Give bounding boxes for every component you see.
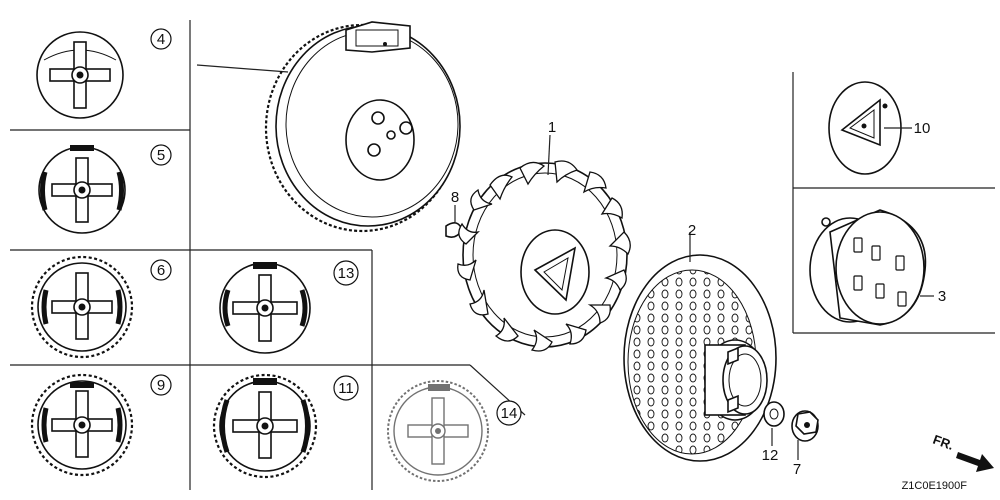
starter-pulley [809,209,927,326]
svg-text:9: 9 [157,377,165,394]
front-direction-label: FR. [931,432,956,453]
svg-text:14: 14 [501,405,518,422]
drawing-code: Z1C0E1900F [902,480,968,492]
svg-text:11: 11 [338,380,354,397]
variant-11-disc [212,373,318,479]
variant-6-disc [30,255,134,359]
variant-14-disc [387,380,489,482]
label-part-10: 10 [914,120,931,137]
svg-text:13: 13 [338,265,355,282]
svg-text:5: 5 [157,147,165,164]
callout-4: 4 [150,28,172,50]
svg-text:6: 6 [157,262,165,279]
callout-14: 14 [496,400,522,426]
starter-plate [828,81,902,175]
variant-4-disc [36,31,124,119]
callout-11: 11 [333,375,359,401]
callout-13: 13 [333,260,359,286]
label-part-3: 3 [938,288,946,305]
label-part-1: 1 [548,119,556,136]
flange-nut [791,410,819,442]
flywheel-large [196,21,461,233]
callout-6: 6 [150,259,172,281]
front-direction-arrow: FR. [931,432,994,472]
label-part-8: 8 [451,189,459,206]
cooling-fan [457,160,631,352]
label-part-7: 7 [793,461,801,478]
variant-grid-lines [10,20,995,490]
fan-cover-disc [623,254,777,462]
variant-9-disc [30,373,134,477]
variant-5-disc [38,145,126,234]
leader-lines [454,127,934,460]
label-part-2: 2 [688,222,696,239]
washer [763,401,785,427]
svg-text:4: 4 [157,31,165,48]
callout-5: 5 [150,144,172,166]
label-part-12: 12 [762,447,779,464]
variant-13-disc [219,262,311,354]
callout-9: 9 [150,374,172,396]
